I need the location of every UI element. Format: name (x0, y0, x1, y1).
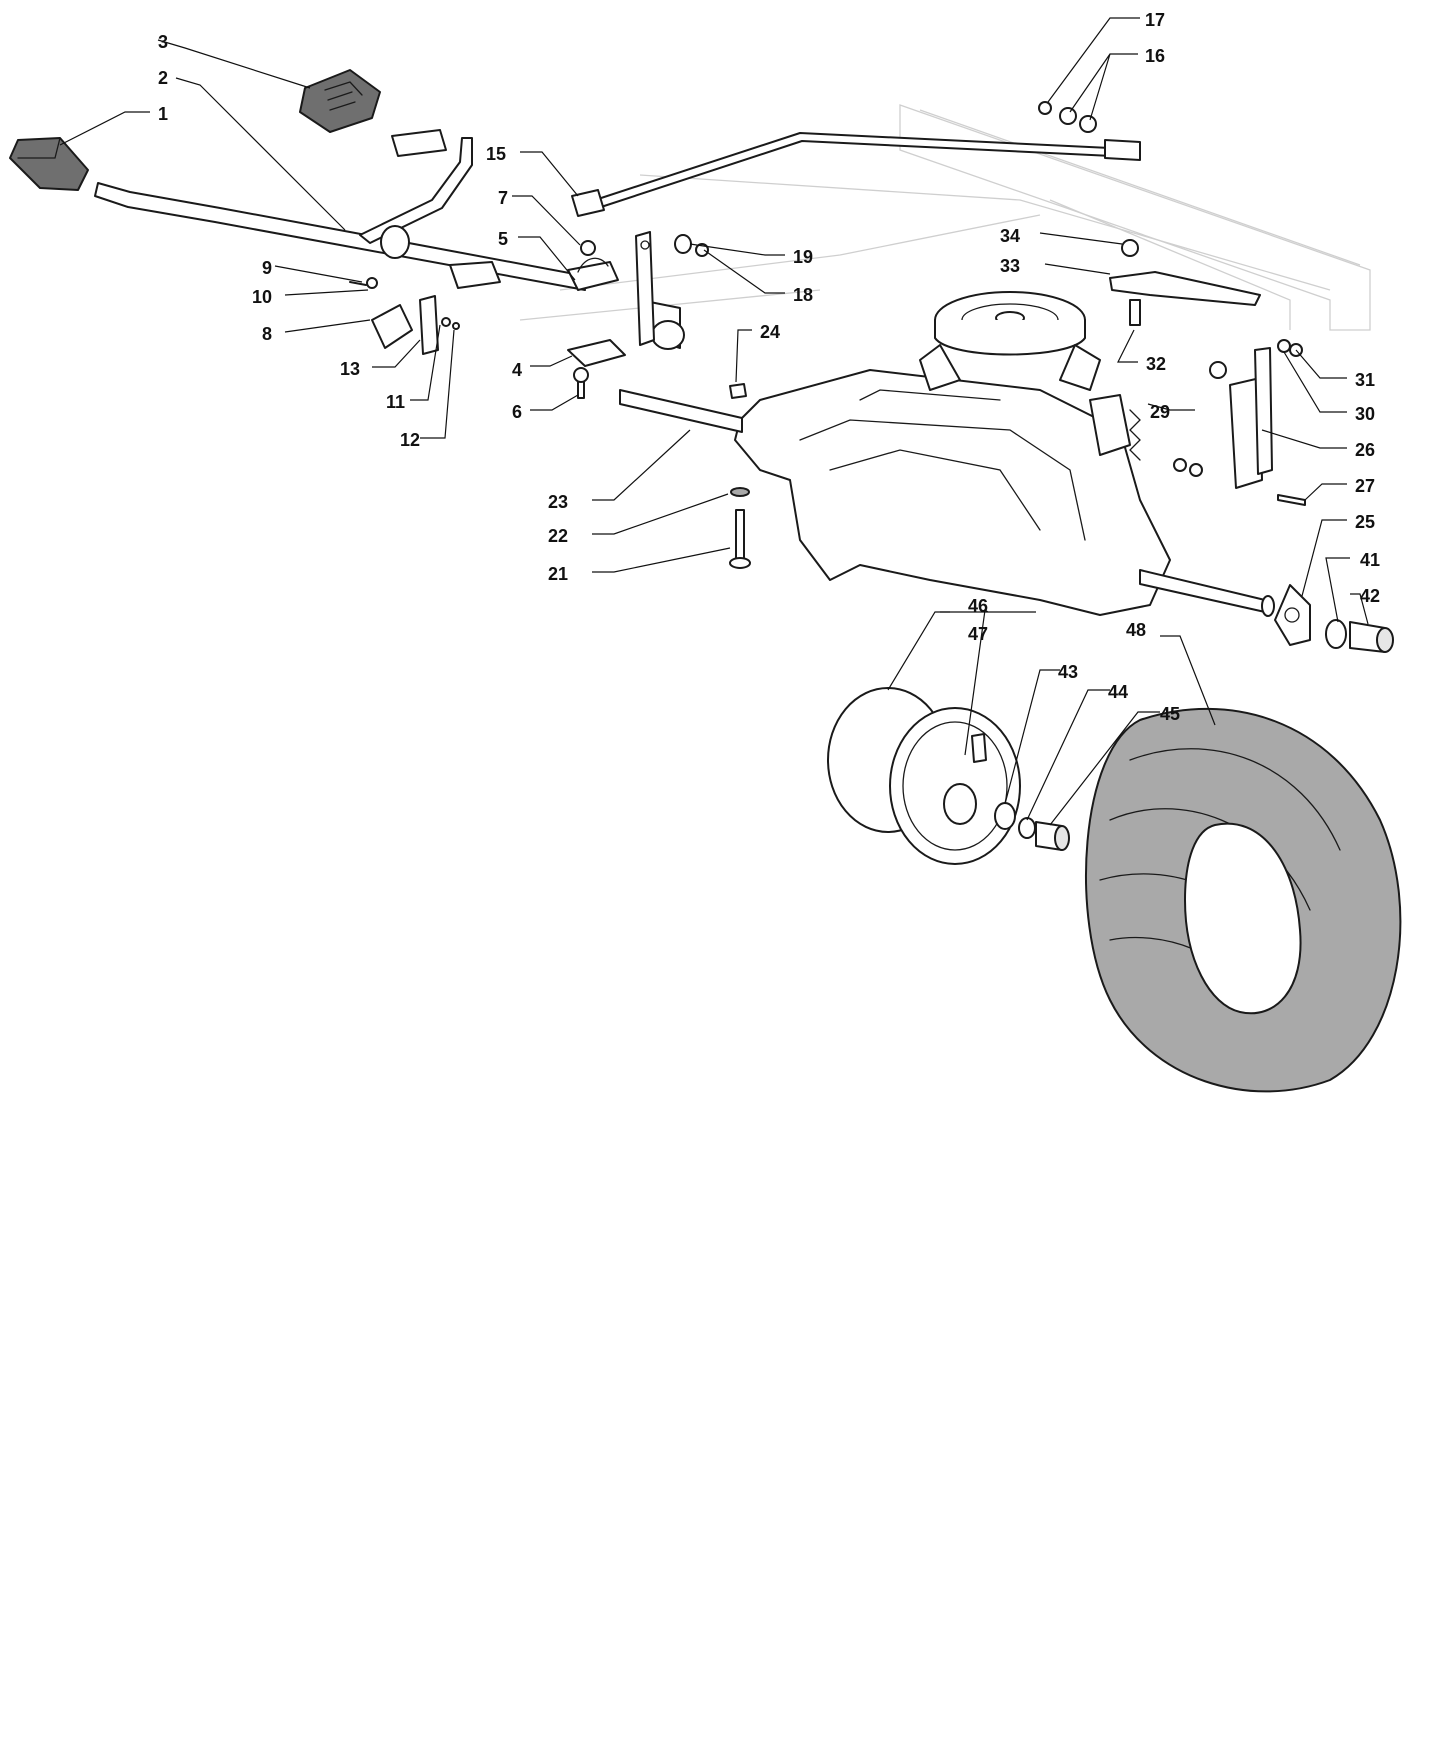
small-fasteners (349, 234, 1139, 399)
callout-25: 25 (1355, 512, 1375, 532)
callout-23: 23 (548, 492, 568, 512)
callout-32: 32 (1146, 354, 1166, 374)
callout-10: 10 (252, 287, 272, 307)
callout-12: 12 (400, 430, 420, 450)
callout-labels: 1 2 3 4 5 6 7 8 9 10 11 12 13 15 16 17 1… (158, 10, 1380, 724)
callout-13: 13 (340, 359, 360, 379)
callout-46: 46 (968, 596, 988, 616)
linkage-rod (571, 101, 1141, 217)
callout-3: 3 (158, 32, 168, 52)
callout-6: 6 (512, 402, 522, 422)
callout-21: 21 (548, 564, 568, 584)
callout-30: 30 (1355, 404, 1375, 424)
callout-16: 16 (1145, 46, 1165, 66)
leader-lines (59, 17, 1369, 826)
pedal-rod (94, 129, 685, 350)
callout-5: 5 (498, 229, 508, 249)
callout-1: 1 (158, 104, 168, 124)
callout-33: 33 (1000, 256, 1020, 276)
mounting-plate (567, 339, 626, 367)
rod-bracket (567, 257, 619, 291)
callout-9: 9 (262, 258, 272, 278)
tension-bracket (1109, 271, 1261, 326)
tire (1085, 707, 1402, 1093)
callout-47: 47 (968, 624, 988, 644)
callout-24: 24 (760, 322, 780, 342)
callout-11: 11 (386, 392, 405, 412)
hub-parts (994, 802, 1070, 851)
callout-7: 7 (498, 188, 508, 208)
transaxle (619, 291, 1275, 617)
callout-44: 44 (1108, 682, 1128, 702)
upright-bracket (635, 231, 655, 346)
side-brackets (1173, 339, 1394, 653)
callout-48: 48 (1126, 620, 1146, 640)
callout-42: 42 (1360, 586, 1380, 606)
callout-8: 8 (262, 324, 272, 344)
callout-43: 43 (1058, 662, 1078, 682)
callout-18: 18 (793, 285, 813, 305)
callout-26: 26 (1355, 440, 1375, 460)
callout-19: 19 (793, 247, 813, 267)
callout-4: 4 (512, 360, 522, 380)
callout-34: 34 (1000, 226, 1020, 246)
callout-45: 45 (1160, 704, 1180, 724)
callout-29: 29 (1150, 402, 1170, 422)
callout-41: 41 (1360, 550, 1380, 570)
pedal-rubber (299, 69, 381, 133)
callout-27: 27 (1355, 476, 1375, 496)
callout-2: 2 (158, 68, 168, 88)
callout-17: 17 (1145, 10, 1165, 30)
wheel-rim (827, 687, 1021, 865)
callout-15: 15 (486, 144, 506, 164)
callout-22: 22 (548, 526, 568, 546)
callout-31: 31 (1355, 370, 1375, 390)
pedal-pad (9, 137, 89, 191)
